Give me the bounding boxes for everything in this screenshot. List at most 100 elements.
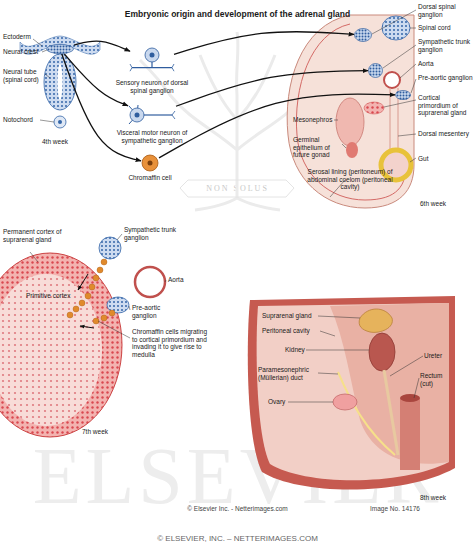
part-label: Cortical primordium of suprarenal gland — [418, 94, 474, 117]
ganglion-cell — [60, 46, 62, 48]
neuron-figure: Visceral motor neuron of sympathetic gan… — [128, 104, 176, 126]
chromaffin-cell — [93, 275, 99, 281]
ganglion-cell — [397, 92, 399, 94]
body-section — [287, 15, 414, 208]
part-label: Neural tube (spinal cord) — [3, 68, 45, 83]
part-label: Mesonephros — [293, 116, 337, 124]
ganglion-body — [355, 29, 372, 42]
ganglion-figure: Neural crest — [46, 44, 74, 54]
part-label: Permanent cortex of suprarenal gland — [3, 228, 65, 243]
neuron-ending — [130, 64, 174, 71]
node-label: Neural crest — [3, 48, 47, 56]
ganglion-cell — [66, 52, 68, 54]
ganglion-cell — [403, 98, 405, 100]
ganglion-cell — [66, 46, 68, 48]
part-label: Gut — [418, 155, 458, 163]
ganglion-cell — [362, 39, 364, 41]
ganglion-cell — [69, 46, 71, 48]
ganglion-cell — [60, 49, 62, 51]
part-label: Peritoneal cavity — [262, 327, 322, 335]
neuron-nucleus — [150, 53, 155, 58]
part-label: Ureter — [424, 352, 454, 360]
stage-label: 6th week — [420, 200, 470, 208]
cell-figure: Chromaffin cell — [141, 154, 159, 172]
ganglion-cell — [60, 52, 62, 54]
node-shape — [46, 44, 74, 54]
part-label: Notochord — [3, 116, 43, 124]
derivation-arrow — [174, 32, 354, 55]
part-label: Sympathetic trunk ganglion — [124, 226, 194, 241]
part-label: Spinal cord — [418, 24, 474, 32]
node-label: Sensory neuron of dorsal spinal ganglion — [108, 79, 196, 94]
ganglion-cell — [362, 30, 364, 32]
ganglion-cell — [370, 74, 372, 76]
chromaffin-cell — [97, 267, 103, 273]
ganglion-cell — [376, 68, 378, 70]
part-label: Rectum (cut) — [420, 372, 454, 387]
part-label: Kidney — [285, 346, 315, 354]
image-number: Image No. 14176 — [370, 505, 460, 512]
part-label: Paramesonephric (Müllerian) duct — [258, 366, 320, 381]
ganglion-cell — [379, 71, 381, 73]
part-label: Primitive cortex — [26, 292, 86, 300]
neuron-nucleus — [135, 113, 140, 118]
ganglion-body — [396, 91, 411, 100]
chromaffin-cell — [73, 306, 79, 312]
ganglion-cell — [376, 74, 378, 76]
derivation-arrow — [74, 41, 130, 51]
ganglion-cell — [362, 33, 364, 35]
stage-label: 7th week — [82, 428, 132, 436]
chromaffin-cell — [101, 315, 107, 321]
watermark-ribbon — [180, 180, 294, 197]
rectum-cut — [400, 394, 420, 402]
ganglion-cell — [359, 33, 361, 35]
derivation-arrow — [176, 71, 368, 107]
node-label: Visceral motor neuron of sympathetic gan… — [104, 129, 200, 144]
ganglion-cell — [400, 92, 402, 94]
node-label: Dorsal spinal ganglion — [418, 3, 474, 18]
ganglion-cell — [51, 49, 53, 51]
ganglion-body — [369, 64, 383, 78]
leader-line — [30, 234, 166, 338]
chromaffin-cell — [85, 293, 91, 299]
part-label: Pre-aortic ganglion — [132, 304, 182, 319]
ganglion-cell — [370, 68, 372, 70]
ganglion-cell — [63, 52, 65, 54]
node-shape — [368, 63, 383, 78]
node-label: Pre-aortic ganglion — [418, 74, 474, 82]
part-label: Serosal lining (peritoneum) of abdominal… — [300, 168, 400, 191]
neuron-body — [145, 48, 159, 62]
ganglion-cell — [406, 95, 408, 97]
ganglion-figure: Dorsal spinal ganglion — [354, 28, 372, 42]
ganglion-cell — [406, 98, 408, 100]
ganglion-figure: Pre-aortic ganglion — [395, 90, 411, 100]
ganglion-cell — [400, 95, 402, 97]
node-label: Chromaffin cell — [115, 174, 185, 182]
suprarenal-gland — [359, 309, 392, 332]
rectum — [400, 398, 420, 470]
ganglion-cell — [63, 46, 65, 48]
ganglion-cell — [376, 71, 378, 73]
copyright-bar: © ELSEVIER, INC. – NETTERIMAGES.COM — [0, 534, 475, 543]
chromaffin-cell — [89, 284, 95, 290]
notochord-nucleus — [58, 120, 62, 124]
ganglion-cell — [365, 36, 367, 38]
node-shape — [141, 154, 159, 172]
primitive-cortex — [0, 274, 102, 426]
ganglion-cell — [368, 36, 370, 38]
ganglion-cell — [403, 92, 405, 94]
ganglion-cell — [356, 33, 358, 35]
copyright-note: © Elsevier Inc. - Netterimages.com — [120, 505, 355, 512]
notochord — [54, 116, 66, 128]
ganglion-cell — [57, 49, 59, 51]
part-label: Chromaffin cells migrating to cortical p… — [132, 328, 214, 358]
chromaffin-cell — [79, 300, 85, 306]
permanent-cortex — [0, 253, 122, 437]
ganglion-cell — [359, 39, 361, 41]
ganglion-cell — [373, 65, 375, 67]
paramesonephric-duct — [338, 372, 395, 455]
ganglion-cell — [379, 65, 381, 67]
ganglion-cell — [69, 49, 71, 51]
neuron-ending — [172, 111, 175, 119]
